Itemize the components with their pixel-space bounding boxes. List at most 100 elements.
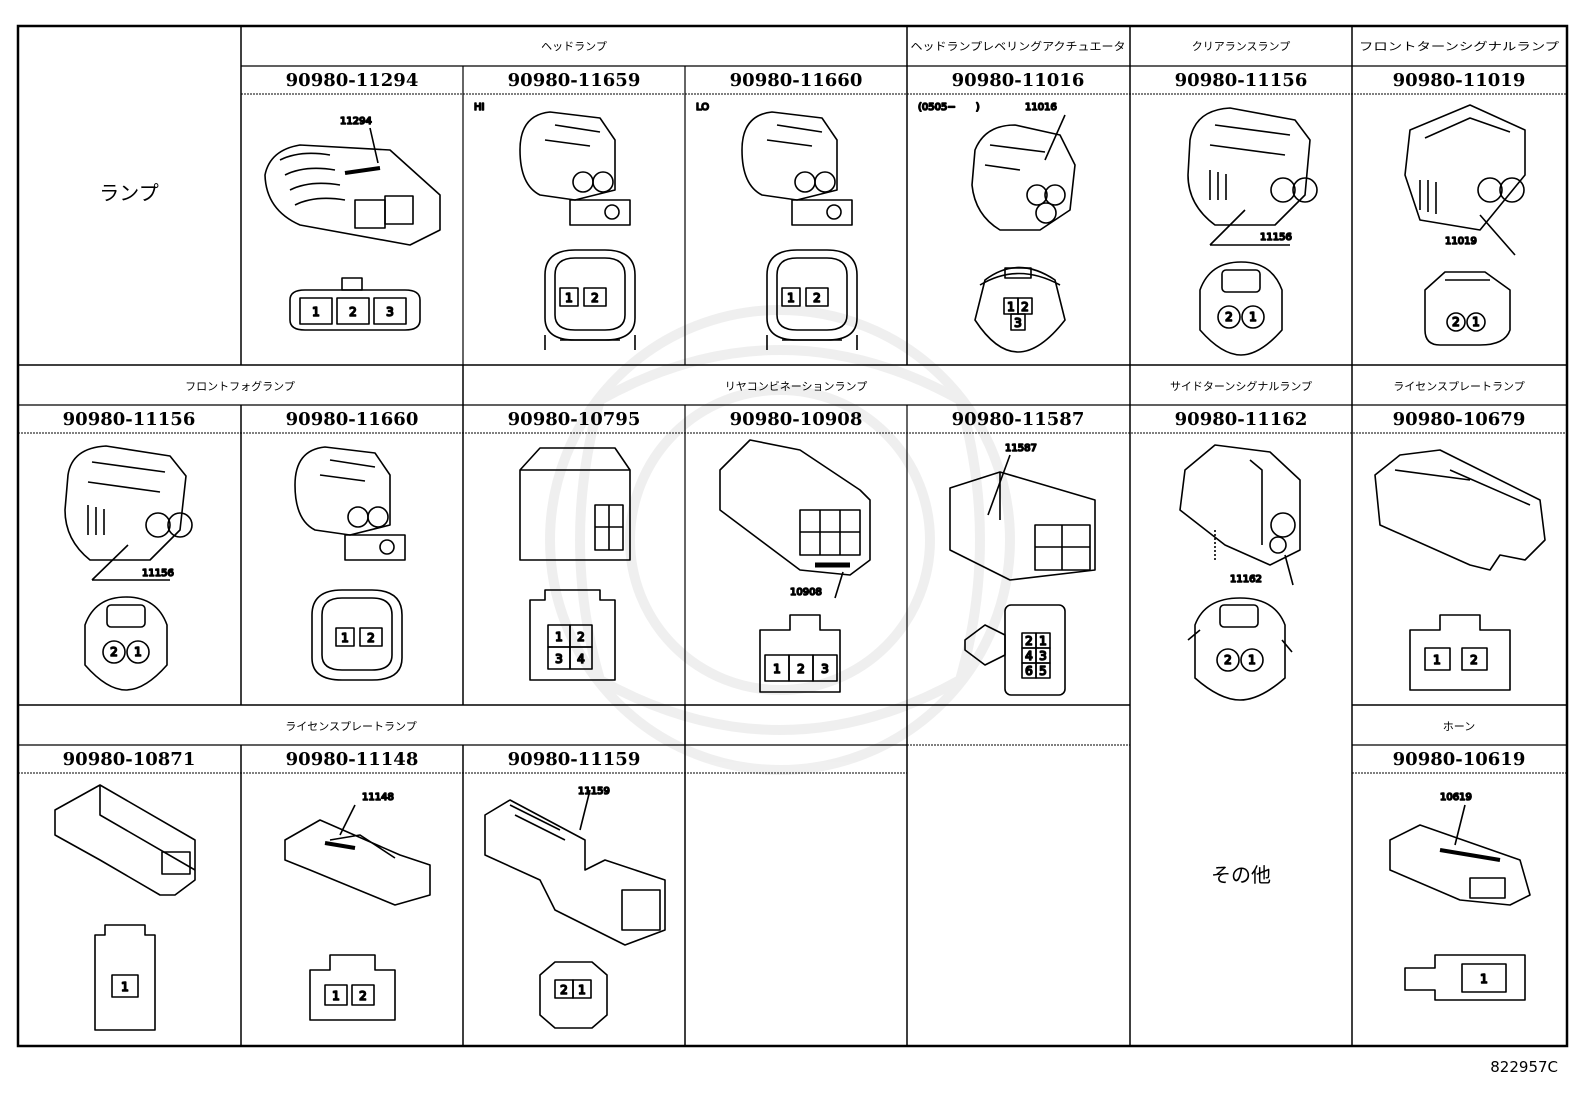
pin-number: 1 — [1472, 315, 1480, 329]
pin-number: 2 — [1025, 634, 1033, 648]
part-number: 90980-11660 — [286, 409, 419, 430]
pin-number: 1 — [1249, 310, 1257, 324]
pin-number: 3 — [555, 652, 563, 666]
connector-11159-illustration — [484, 789, 666, 1029]
header-headlamp: ヘッドランプ — [541, 40, 607, 53]
hi-label: HI — [474, 102, 484, 113]
pin-number: 4 — [1025, 649, 1033, 663]
pin-number: 2 — [560, 983, 568, 997]
connector-11016-illustration — [971, 114, 1076, 353]
callout-11148: 11148 — [362, 792, 394, 803]
part-number: 90980-11019 — [1393, 70, 1526, 91]
connector-10679-illustration — [1374, 449, 1546, 691]
pin-number: 1 — [1039, 634, 1047, 648]
pin-number: 2 — [797, 662, 805, 676]
date-range-note: (0505− ) — [918, 102, 980, 113]
part-number: 90980-11016 — [952, 70, 1085, 91]
pin-number: 3 — [1039, 649, 1047, 663]
pin-number: 4 — [577, 652, 585, 666]
pin-number: 2 — [813, 291, 821, 305]
part-number: 90980-11659 — [508, 70, 641, 91]
connector-11156-fog-illustration — [64, 445, 193, 691]
pin-number: 2 — [591, 291, 599, 305]
pin-number: 2 — [1470, 653, 1478, 667]
pin-number: 1 — [578, 983, 586, 997]
pin-number: 2 — [110, 645, 118, 659]
connector-11660-fog-illustration — [294, 446, 406, 681]
part-number: 90980-11162 — [1175, 409, 1308, 430]
part-number: 90980-11148 — [286, 749, 419, 770]
callout-11294: 11294 — [340, 116, 372, 127]
pin-number: 2 — [1225, 310, 1233, 324]
pin-number: 3 — [1014, 316, 1022, 330]
callout-10619: 10619 — [1440, 792, 1472, 803]
part-number: 90980-10679 — [1393, 409, 1526, 430]
header-front-turn-signal: フロントターンシグナルランプ — [1359, 39, 1559, 53]
pin-number: 1 — [787, 291, 795, 305]
pin-number: 1 — [555, 630, 563, 644]
other-category-label: その他 — [1211, 863, 1271, 887]
header-clearance-lamp: クリアランスランプ — [1192, 40, 1290, 53]
callout-11159: 11159 — [578, 786, 610, 797]
pin-number: 1 — [565, 291, 573, 305]
header-leveling-actuator: ヘッドランプレベリングアクチュエータ — [911, 39, 1126, 53]
connector-10619-illustration — [1389, 804, 1531, 1001]
pin-number: 1 — [341, 631, 349, 645]
header-front-fog-lamp: フロントフォグランプ — [185, 379, 295, 393]
pin-number: 2 — [1224, 653, 1232, 667]
pin-number: 2 — [1452, 315, 1460, 329]
connector-11660-illustration — [741, 111, 858, 350]
pin-number: 1 — [1248, 653, 1256, 667]
callout-11156: 11156 — [142, 568, 174, 579]
pin-number: 1 — [1480, 972, 1488, 986]
pin-number: 1 — [121, 980, 129, 994]
connector-10795-illustration — [519, 447, 631, 681]
pin-number: 2 — [349, 305, 357, 319]
callout-11162: 11162 — [1230, 574, 1262, 585]
callout-11019: 11019 — [1445, 236, 1477, 247]
connector-10908-illustration — [719, 439, 871, 693]
callout-11156: 11156 — [1260, 232, 1292, 243]
header-license-plate-lamp-2: ライセンスプレートランプ — [285, 720, 416, 733]
connector-10871-illustration — [54, 784, 196, 1031]
part-number: 90980-11294 — [286, 70, 419, 91]
connector-11587-illustration — [949, 454, 1096, 696]
connector-11659-illustration — [519, 111, 636, 350]
pin-number: 1 — [312, 305, 320, 319]
pin-number: 2 — [367, 631, 375, 645]
callout-11016: 11016 — [1025, 102, 1057, 113]
part-number: 90980-11156 — [1175, 70, 1308, 91]
header-rear-combination-lamp: リヤコンビネーションランプ — [725, 380, 867, 393]
part-number: 90980-11156 — [63, 409, 196, 430]
part-number: 90980-11159 — [508, 749, 641, 770]
pin-number: 1 — [773, 662, 781, 676]
part-number: 90980-10619 — [1393, 749, 1526, 770]
header-license-plate-lamp: ライセンスプレートランプ — [1393, 380, 1524, 393]
table-grid — [16, 24, 1569, 1048]
part-number: 90980-11660 — [730, 70, 863, 91]
pin-number: 2 — [359, 989, 367, 1003]
pin-number: 1 — [332, 989, 340, 1003]
callout-11587: 11587 — [1005, 443, 1037, 454]
pin-number: 1 — [1007, 300, 1015, 314]
pin-number: 1 — [134, 645, 142, 659]
pin-number: 3 — [386, 305, 394, 319]
pin-number: 2 — [1021, 300, 1029, 314]
callout-10908: 10908 — [790, 587, 822, 598]
connector-11148-illustration — [284, 804, 431, 1021]
pin-number: 3 — [821, 662, 829, 676]
diagram-reference-number: 822957C — [1490, 1058, 1558, 1076]
part-number: 90980-10908 — [730, 409, 863, 430]
connector-11294-illustration — [264, 127, 441, 331]
connector-11162-illustration — [1179, 444, 1301, 701]
header-side-turn-signal: サイドターンシグナルランプ — [1170, 379, 1312, 393]
pin-number: 1 — [1433, 653, 1441, 667]
lamp-category-label: ランプ — [99, 181, 158, 205]
part-number: 90980-10871 — [63, 749, 196, 770]
pin-number: 5 — [1039, 664, 1047, 678]
part-number: 90980-11587 — [952, 409, 1085, 430]
header-horn: ホーン — [1443, 720, 1475, 733]
lo-label: LO — [696, 102, 709, 113]
connector-11156-illustration — [1187, 107, 1318, 356]
